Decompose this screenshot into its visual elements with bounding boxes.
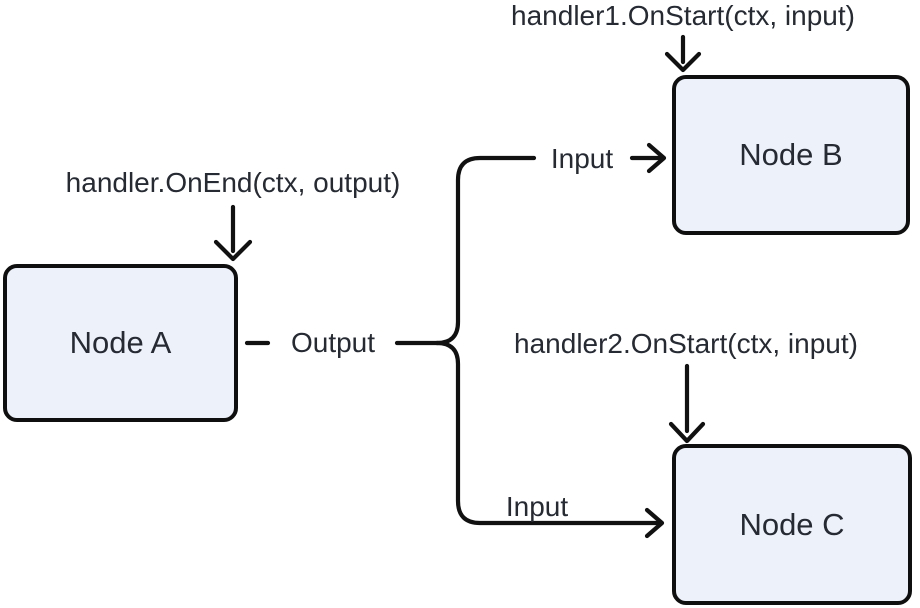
output-edge-label: Output (290, 327, 376, 358)
node-b: Node B (672, 75, 910, 235)
node-a: Node A (3, 264, 238, 422)
node-c-label: Node C (739, 506, 845, 542)
input-edge-label-node-b: Input (550, 143, 614, 174)
node-a-label: Node A (69, 325, 172, 360)
node-b-callback-annotation: handler1.OnStart(ctx, input) (511, 0, 855, 31)
arrowhead-into-node-c (644, 507, 665, 539)
callback-arrow-node-c (668, 363, 706, 444)
node-b-label: Node B (739, 137, 843, 172)
split-upper-branch (434, 155, 537, 346)
node-c-callback-annotation: handler2.OnStart(ctx, input) (514, 328, 858, 359)
node-c: Node C (672, 444, 912, 605)
callback-arrow-node-a (213, 204, 253, 262)
split-lower-branch (434, 340, 662, 526)
node-a-callback-annotation: handler.OnEnd(ctx, output) (65, 167, 401, 198)
callback-arrow-node-b (664, 34, 702, 73)
input-edge-label-node-c: Input (505, 491, 569, 522)
arrowhead-into-node-b (646, 142, 667, 174)
